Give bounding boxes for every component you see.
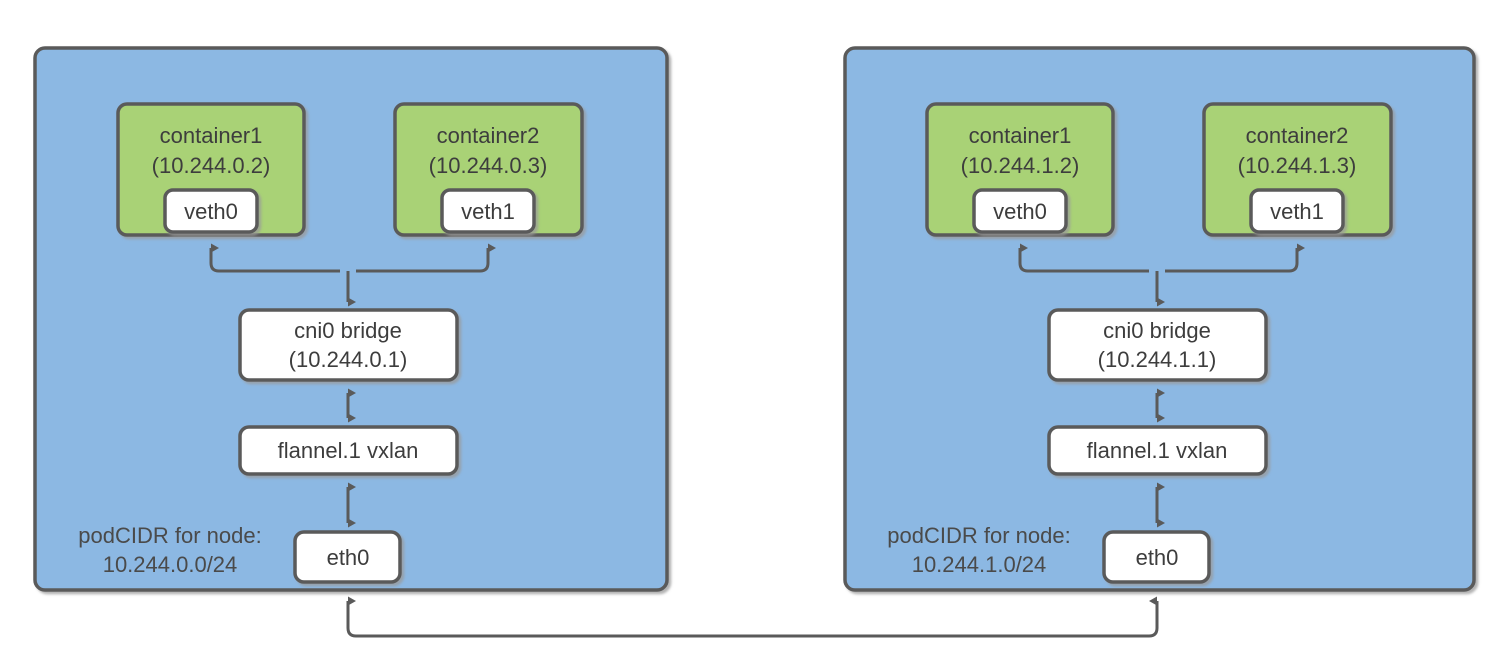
podcidr-value: 10.244.1.0/24	[912, 552, 1047, 577]
flannel-name: flannel.1 vxlan	[278, 438, 419, 463]
veth-label: veth0	[184, 199, 238, 224]
flannel-box	[238, 425, 459, 476]
node-right-cni0-bridge[interactable]: cni0 bridge (10.244.1.1)	[1047, 308, 1268, 382]
bridge-box	[238, 308, 459, 382]
bridge-box	[1047, 308, 1268, 382]
connector-veth1-to-bridge	[356, 243, 496, 273]
veth-label: veth1	[461, 199, 515, 224]
inter-node-link	[346, 596, 1159, 638]
container-ip: (10.244.1.3)	[1238, 153, 1357, 178]
container-ip: (10.244.0.3)	[429, 153, 548, 178]
container-name: container1	[160, 123, 263, 148]
podcidr-value: 10.244.0.0/24	[103, 552, 238, 577]
container-name: container2	[1246, 123, 1349, 148]
node-left-flannel-vxlan[interactable]: flannel.1 vxlan	[238, 425, 459, 476]
node-right-eth0[interactable]: eth0	[1102, 530, 1211, 584]
node-right-container2[interactable]: container2 (10.244.1.3) veth1	[1202, 102, 1393, 237]
bridge-ip: (10.244.0.1)	[289, 347, 408, 372]
connector-veth1-to-bridge	[1165, 243, 1305, 273]
node-left-container1[interactable]: container1 (10.244.0.2) veth0	[116, 102, 306, 237]
veth-box[interactable]	[972, 188, 1068, 234]
veth-label: veth1	[1270, 199, 1324, 224]
eth0-box	[293, 530, 402, 584]
node-left-container2[interactable]: container2 (10.244.0.3) veth1	[393, 102, 584, 237]
veth-box[interactable]	[163, 188, 259, 234]
connector-veth0-to-bridge	[1018, 243, 1149, 273]
flannel-name: flannel.1 vxlan	[1087, 438, 1228, 463]
eth0-label: eth0	[327, 545, 370, 570]
eth0-label: eth0	[1136, 545, 1179, 570]
container-ip: (10.244.1.2)	[961, 153, 1080, 178]
veth-box[interactable]	[440, 188, 536, 234]
bridge-name: cni0 bridge	[1103, 318, 1211, 343]
node-right-container1[interactable]: container1 (10.244.1.2) veth0	[925, 102, 1115, 237]
container-name: container1	[969, 123, 1072, 148]
node-left-cni0-bridge[interactable]: cni0 bridge (10.244.0.1)	[238, 308, 459, 382]
container-ip: (10.244.0.2)	[152, 153, 271, 178]
podcidr-label: podCIDR for node:	[887, 523, 1070, 548]
bridge-name: cni0 bridge	[294, 318, 402, 343]
node-right: container1 (10.244.1.2) veth0 container2…	[843, 46, 1476, 592]
podcidr-label: podCIDR for node:	[78, 523, 261, 548]
connector-veth0-to-bridge	[209, 243, 340, 273]
node-left-eth0[interactable]: eth0	[293, 530, 402, 584]
container-name: container2	[437, 123, 540, 148]
eth0-box	[1102, 530, 1211, 584]
node-left-podcidr-caption: podCIDR for node: 10.244.0.0/24	[78, 523, 261, 577]
node-right-flannel-vxlan[interactable]: flannel.1 vxlan	[1047, 425, 1268, 476]
node-right-podcidr-caption: podCIDR for node: 10.244.1.0/24	[887, 523, 1070, 577]
bridge-ip: (10.244.1.1)	[1098, 347, 1217, 372]
node-right-veth-bridge-connector	[1018, 243, 1305, 307]
node-left: container1 (10.244.0.2) veth0 container2…	[33, 46, 669, 592]
veth-box[interactable]	[1249, 188, 1345, 234]
veth-label: veth0	[993, 199, 1047, 224]
flannel-box	[1047, 425, 1268, 476]
node-left-veth-bridge-connector	[209, 243, 496, 307]
connector-eth0-to-eth0	[346, 596, 1159, 638]
